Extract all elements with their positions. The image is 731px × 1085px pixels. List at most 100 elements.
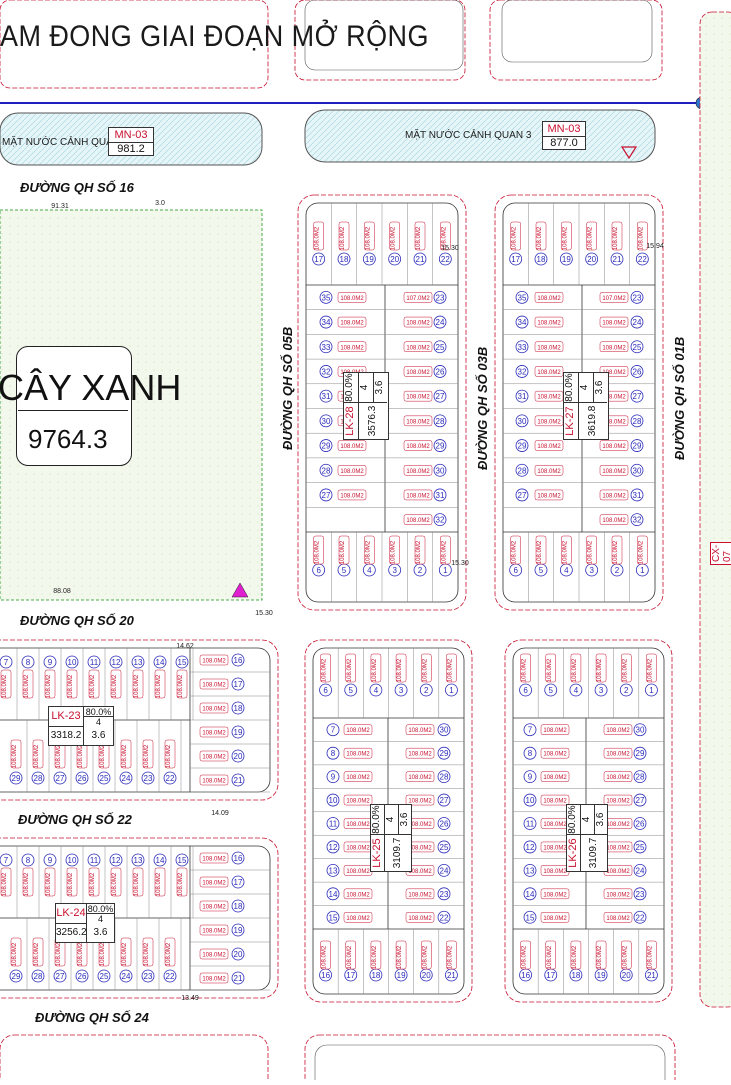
lot-number-circle bbox=[9, 771, 23, 785]
lot-area-label: 108.0M2 bbox=[397, 658, 403, 682]
dimension-label: 3.0 bbox=[155, 200, 165, 207]
lot-area-label: 108.0M2 bbox=[202, 659, 226, 665]
lot-number-circle bbox=[87, 655, 101, 669]
lot-number: 28 bbox=[633, 417, 642, 426]
lot-number: 9 bbox=[48, 856, 53, 865]
lot-number: 8 bbox=[528, 749, 533, 758]
lot-area-tag bbox=[0, 867, 12, 897]
lot-number-circle bbox=[630, 414, 644, 428]
lot-area-tag bbox=[66, 867, 78, 897]
lot-number-circle bbox=[445, 683, 458, 697]
lot-area-tag bbox=[164, 739, 176, 769]
lot-area-tag bbox=[364, 535, 375, 565]
lot-area-label: 108.0M2 bbox=[365, 540, 371, 564]
lot-number: 29 bbox=[436, 442, 445, 451]
lot-number-circle bbox=[630, 315, 644, 329]
lot-area-tag bbox=[535, 221, 547, 251]
lot-number-circle bbox=[437, 887, 451, 901]
lot-area-label: 108.0M2 bbox=[391, 226, 397, 250]
block-tag-lk25: LK-25 80.0% 4 3109.7 3.6 bbox=[370, 804, 412, 872]
lot-number-circle bbox=[633, 793, 647, 807]
lot-number: 22 bbox=[166, 774, 175, 783]
lot-area-tag bbox=[199, 900, 229, 912]
lot-area-tag bbox=[10, 937, 22, 967]
lot-number: 23 bbox=[144, 972, 153, 981]
lot-number-circle bbox=[630, 463, 644, 477]
lot-number: 30 bbox=[440, 726, 449, 735]
lot-number: 21 bbox=[613, 255, 622, 264]
lot-number: 17 bbox=[346, 971, 355, 980]
lot-area-tag bbox=[337, 440, 367, 451]
lot-number: 28 bbox=[436, 417, 445, 426]
lot-area-tag bbox=[337, 489, 367, 501]
lot-number-circle bbox=[231, 653, 245, 667]
lot-area-tag bbox=[154, 867, 166, 897]
lot-number-circle bbox=[326, 817, 340, 830]
lot-number: 20 bbox=[234, 752, 243, 761]
lot-area-tag bbox=[32, 937, 44, 967]
lot-number: 24 bbox=[633, 318, 642, 327]
lot-area-tag bbox=[199, 852, 229, 864]
lot-area-label: 108.0M2 bbox=[602, 321, 626, 327]
block-floors-lk25: 4 bbox=[385, 816, 396, 823]
lot-area-label: 108.0M2 bbox=[346, 845, 370, 851]
lot-area-tag bbox=[199, 876, 229, 888]
lot-number: 2 bbox=[424, 686, 429, 695]
lot-area-label: 108.0M2 bbox=[537, 395, 561, 401]
lot-area-tag bbox=[343, 912, 373, 923]
dimension-label: 13.49 bbox=[181, 995, 199, 1002]
lot-number-circle bbox=[433, 290, 447, 304]
lot-area-label: 108.0M2 bbox=[543, 799, 567, 805]
lot-area-tag bbox=[540, 771, 570, 782]
lot-number-circle bbox=[326, 840, 340, 854]
lot-number: 11 bbox=[90, 856, 99, 865]
lot-number: 7 bbox=[331, 726, 336, 735]
lot-area-label: 108.0M2 bbox=[406, 469, 430, 475]
lot-number: 25 bbox=[436, 343, 445, 352]
lot-area-label: 108.0M2 bbox=[406, 444, 430, 450]
lot-area-label: 108.0M2 bbox=[46, 872, 52, 896]
lot-area-tag bbox=[154, 669, 166, 699]
lot-area-label: 108.0M2 bbox=[112, 872, 118, 896]
lot-area-label: 108.0M2 bbox=[543, 752, 567, 758]
lot-number-circle bbox=[326, 863, 340, 877]
lot-number-circle bbox=[337, 252, 351, 266]
lot-number-circle bbox=[131, 655, 145, 669]
lot-number-circle bbox=[437, 746, 451, 760]
lot-area-tag bbox=[199, 972, 229, 984]
lot-area-label: 108.0M2 bbox=[100, 744, 106, 768]
lot-area-tag bbox=[403, 366, 433, 377]
lot-number: 28 bbox=[518, 466, 527, 475]
lot-number-circle bbox=[131, 853, 145, 867]
lot-area-tag bbox=[545, 940, 556, 970]
lot-area-tag bbox=[520, 653, 531, 683]
lot-area-label: 107.0M2 bbox=[602, 296, 626, 302]
lot-area-label: 108.0M2 bbox=[547, 658, 553, 682]
lot-area-tag bbox=[403, 489, 433, 501]
cx-code-tag: CX-07 bbox=[710, 541, 731, 565]
lot-area-label: 108.0M2 bbox=[606, 916, 630, 922]
lot-area-label: 108.0M2 bbox=[408, 845, 432, 851]
lot-number-circle bbox=[231, 899, 245, 913]
lot-number: 5 bbox=[342, 566, 347, 575]
lot-area-tag bbox=[345, 940, 356, 970]
lot-number: 19 bbox=[234, 926, 243, 935]
lot-area-label: 108.0M2 bbox=[606, 799, 630, 805]
block-height-lk25: 3.6 bbox=[398, 805, 412, 834]
lot-number: 14 bbox=[156, 658, 165, 667]
lot-number-circle bbox=[523, 746, 537, 760]
block-density-lk24: 80.0% bbox=[87, 904, 114, 914]
lot-area-tag bbox=[599, 440, 629, 451]
lot-area-label: 108.0M2 bbox=[572, 658, 578, 682]
lot-area-tag bbox=[199, 924, 229, 936]
lot-area-tag bbox=[338, 535, 350, 565]
lot-area-label: 108.0M2 bbox=[340, 469, 364, 475]
lot-area-label: 108.0M2 bbox=[602, 419, 626, 425]
lot-area-tag bbox=[343, 771, 373, 782]
lot-area-label: 108.0M2 bbox=[408, 775, 432, 781]
lot-number-circle bbox=[433, 463, 447, 477]
lot-number-circle bbox=[509, 252, 523, 266]
lot-area-label: 108.0M2 bbox=[340, 226, 346, 250]
lot-area-label: 108.0M2 bbox=[543, 728, 567, 734]
lot-area-tag bbox=[534, 489, 564, 501]
